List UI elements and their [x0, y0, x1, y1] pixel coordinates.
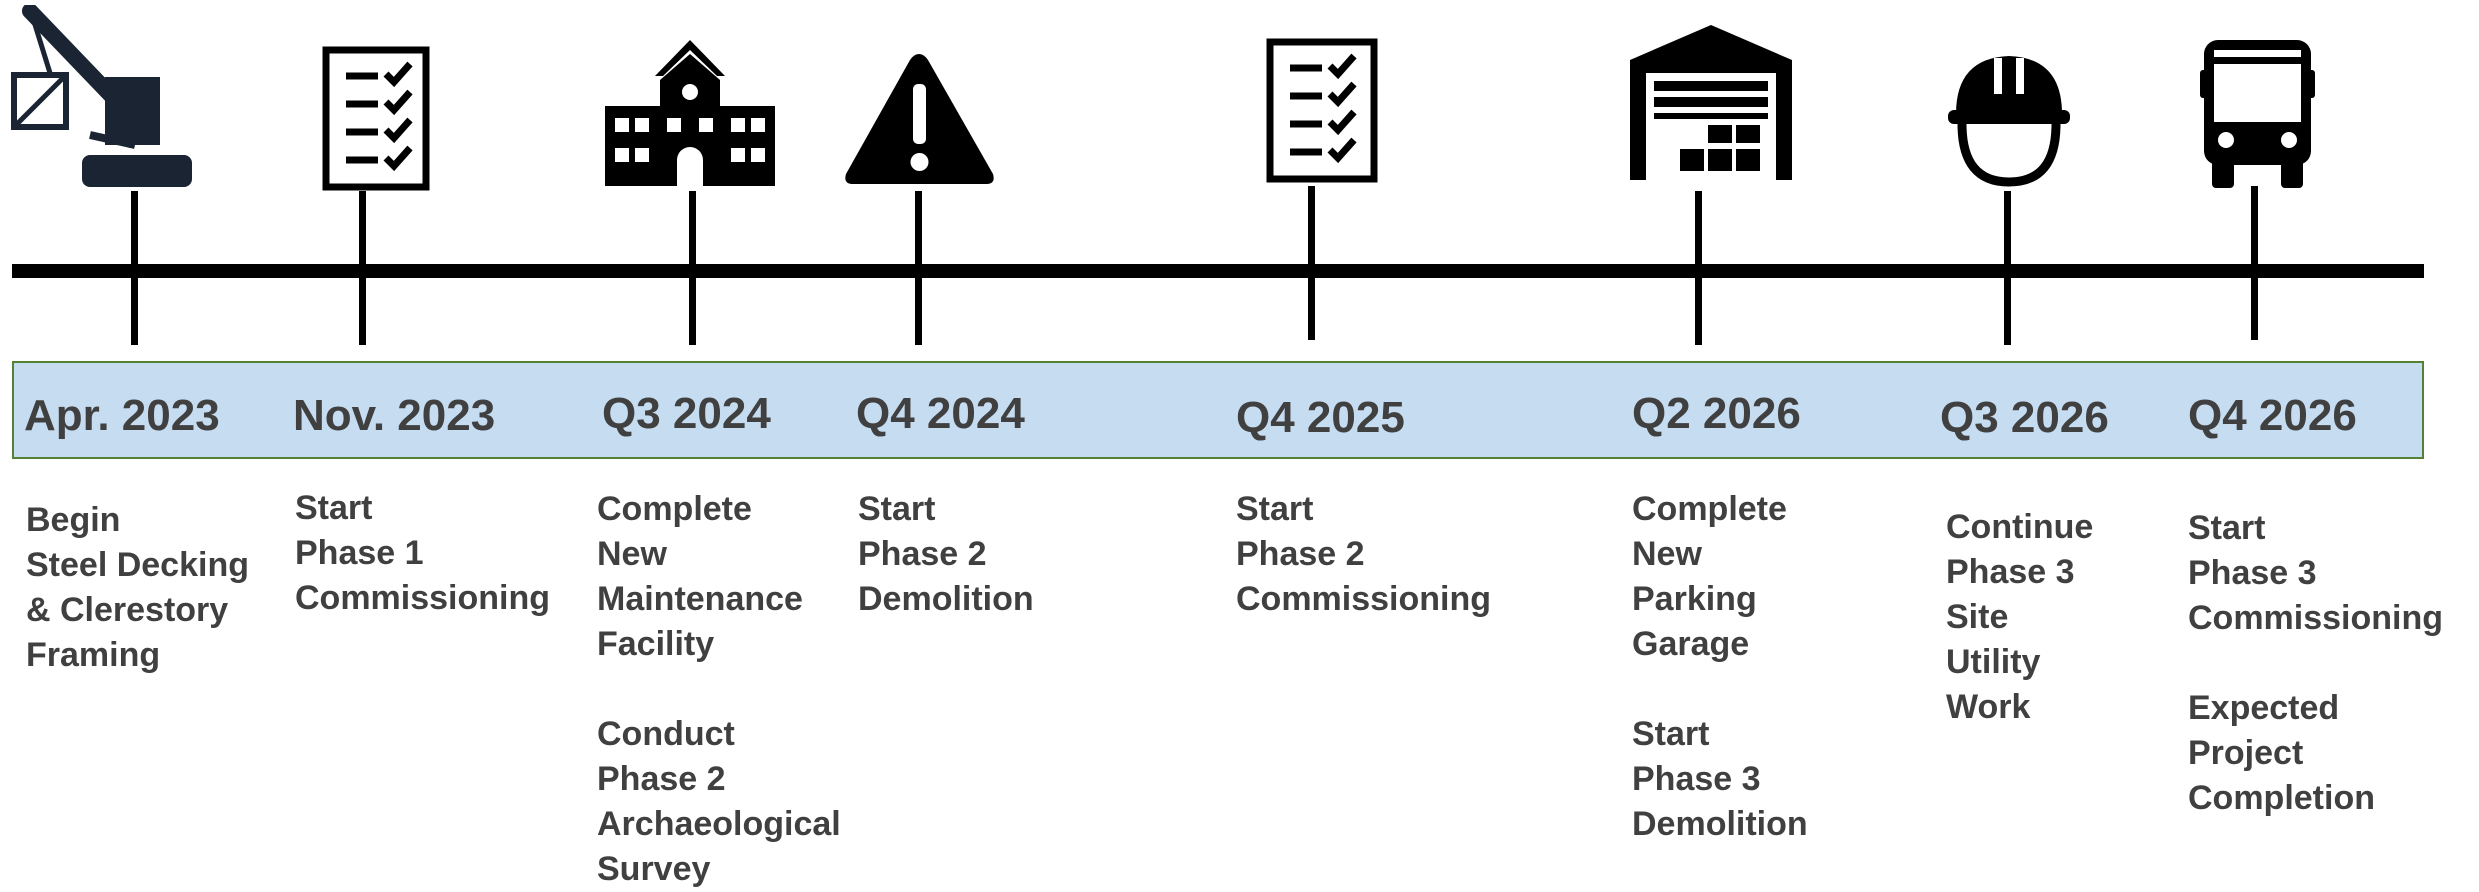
milestone-date: Q2 2026 [1632, 389, 1801, 438]
description-line: Commissioning [2188, 599, 2444, 637]
description-line: Continue [1946, 508, 2094, 546]
description-line: Project [2188, 734, 2304, 772]
description-line: Complete [597, 490, 752, 528]
description-line: Survey [597, 850, 711, 888]
milestone-date: Nov. 2023 [293, 391, 496, 440]
description-line: Commissioning [1236, 580, 1492, 618]
description-line: Start [2188, 509, 2266, 547]
description-line: Facility [597, 625, 715, 663]
description-line: New [1632, 535, 1702, 573]
bus-icon [2200, 40, 2315, 188]
milestone-date: Q4 2025 [1236, 393, 1405, 442]
description-line: Archaeological [597, 805, 841, 843]
description-line: Phase 3 [2188, 554, 2317, 592]
description-line: Commissioning [295, 579, 551, 617]
description-line: Phase 3 [1632, 760, 1761, 798]
school-building-icon [605, 40, 775, 186]
description-line: Completion [2188, 779, 2375, 817]
description-line: Site [1946, 598, 2009, 636]
description-line: Framing [26, 636, 161, 674]
warehouse-icon [1630, 25, 1792, 180]
crane-icon [11, 5, 192, 187]
description-line: Work [1946, 688, 2031, 726]
description-line: Conduct [597, 715, 735, 753]
checklist-icon [1266, 38, 1378, 183]
description-line: Start [1236, 490, 1314, 528]
timeline-tick [2251, 186, 2258, 340]
milestone-date: Q4 2026 [2188, 391, 2357, 440]
description-line: Start [295, 489, 373, 527]
description-line: Phase 2 [858, 535, 987, 573]
milestone-date: Q4 2024 [856, 389, 1025, 438]
description-line: New [597, 535, 667, 573]
description-line: Demolition [1632, 805, 1808, 843]
description-spacer [597, 667, 841, 712]
timeline-axis [12, 264, 2424, 278]
description-line: Maintenance [597, 580, 803, 618]
milestone-date: Apr. 2023 [24, 391, 220, 440]
description-spacer [2188, 641, 2443, 686]
milestone-date: Q3 2026 [1940, 393, 2109, 442]
checklist-icon [322, 46, 430, 191]
description-line: Utility [1946, 643, 2041, 681]
hard-hat-icon [1948, 56, 2070, 187]
warning-icon [845, 54, 994, 184]
description-spacer [1632, 667, 1808, 712]
description-line: Start [1632, 715, 1710, 753]
description-line: Start [858, 490, 936, 528]
description-line: Phase 1 [295, 534, 424, 572]
description-line: Expected [2188, 689, 2340, 727]
description-line: Phase 2 [1236, 535, 1365, 573]
description-line: Demolition [858, 580, 1034, 618]
timeline-tick [1308, 186, 1315, 340]
description-line: Parking [1632, 580, 1757, 618]
description-line: Begin [26, 501, 121, 539]
description-line: Phase 2 [597, 760, 726, 798]
milestone-date: Q3 2024 [602, 389, 771, 438]
description-line: Phase 3 [1946, 553, 2075, 591]
description-line: & Clerestory [26, 591, 229, 629]
description-line: Complete [1632, 490, 1787, 528]
date-band [12, 361, 2424, 459]
description-line: Steel Decking [26, 546, 249, 584]
description-line: Garage [1632, 625, 1750, 663]
